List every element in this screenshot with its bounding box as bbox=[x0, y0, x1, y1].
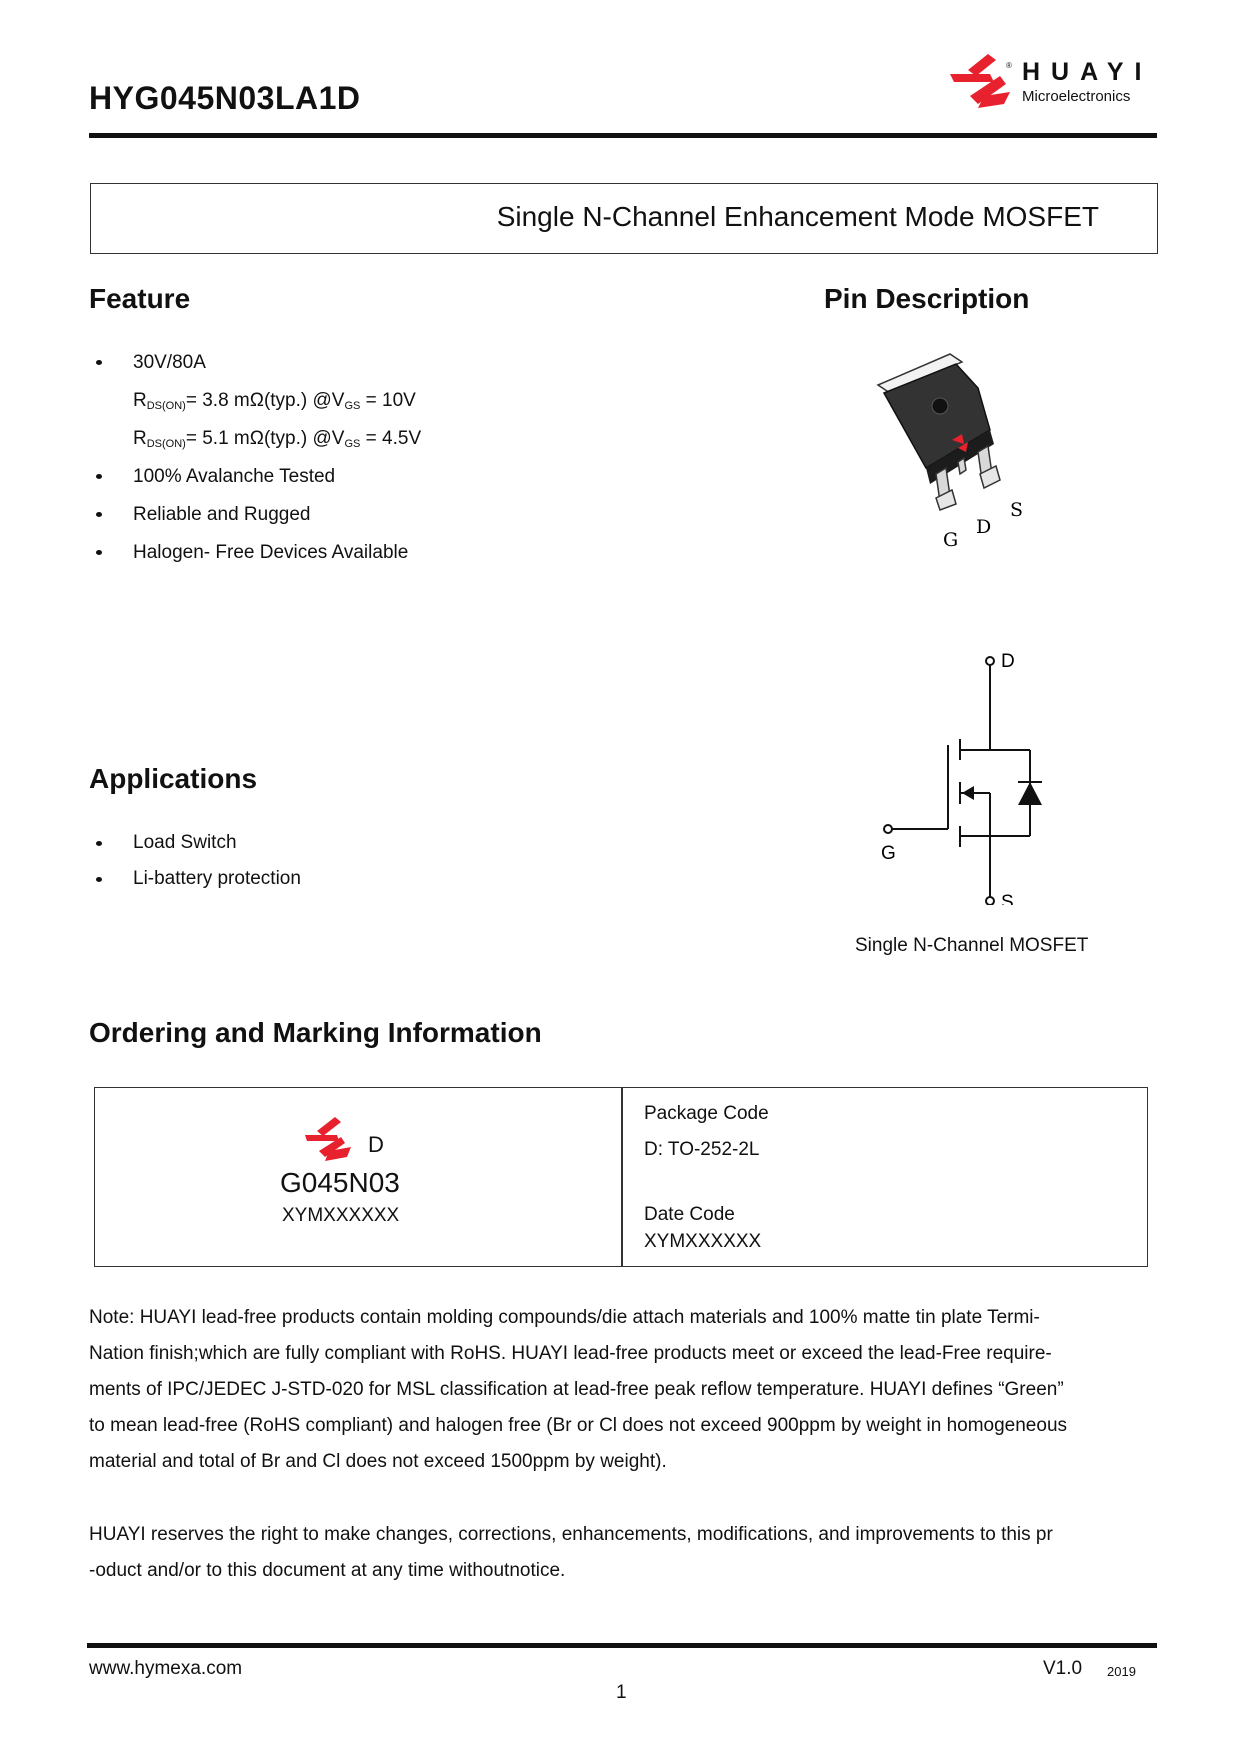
feature-list: 30V/80A RDS(ON)= 3.8 mΩ(typ.) @VGS = 10V… bbox=[95, 344, 422, 572]
footer-rule bbox=[87, 1643, 1157, 1648]
pin-label-g: G bbox=[943, 529, 958, 548]
date-code-value: XYMXXXXXX bbox=[644, 1231, 762, 1252]
marking-package-letter: D bbox=[368, 1132, 384, 1157]
feature-rds-4v5: RDS(ON)= 5.1 mΩ(typ.) @VGS = 4.5V bbox=[133, 428, 422, 450]
feature-item: Reliable and Rugged bbox=[95, 496, 421, 534]
feature-rds-10v: RDS(ON)= 3.8 mΩ(typ.) @VGS = 10V bbox=[133, 390, 416, 412]
pin-label-s: S bbox=[1010, 499, 1023, 521]
logo-subtitle: Microelectronics bbox=[1022, 88, 1131, 105]
huayi-logo-mark bbox=[950, 54, 1010, 108]
application-item: Li-battery protection bbox=[96, 861, 301, 897]
schematic-s-label: S bbox=[1001, 892, 1014, 905]
feature-rating: 30V/80A bbox=[95, 344, 421, 382]
ordering-heading: Ordering and Marking Information bbox=[89, 1017, 542, 1048]
schematic-d-label: D bbox=[1001, 651, 1015, 672]
mosfet-schematic-symbol: D G S bbox=[881, 651, 1042, 905]
marking-table-divider bbox=[621, 1087, 623, 1267]
title-box: Single N-Channel Enhancement Mode MOSFET bbox=[90, 183, 1158, 254]
part-number: HYG045N03LA1D bbox=[89, 80, 361, 116]
applications-heading: Applications bbox=[89, 763, 258, 794]
logo-name: HUAYI bbox=[1022, 58, 1153, 86]
applications-list: Load Switch Li-battery protection bbox=[96, 825, 301, 897]
feature-heading: Feature bbox=[89, 283, 191, 314]
page-number: 1 bbox=[616, 1682, 627, 1703]
marking-date: XYMXXXXXX bbox=[282, 1205, 400, 1226]
pin-label-d: D bbox=[976, 516, 991, 538]
marking-logo-icon bbox=[305, 1117, 351, 1161]
to252-package-illustration: G D S bbox=[876, 353, 1023, 548]
pin-description-heading: Pin Description bbox=[824, 283, 1030, 314]
date-code-label: Date Code bbox=[644, 1204, 735, 1225]
package-code-label: Package Code bbox=[644, 1103, 769, 1124]
rohs-note: Note: HUAYI lead-free products contain m… bbox=[89, 1307, 1068, 1472]
application-item: Load Switch bbox=[96, 825, 301, 861]
header-rule bbox=[89, 133, 1157, 138]
version-year: 2019 bbox=[1107, 1664, 1136, 1679]
package-code-value: D: TO-252-2L bbox=[644, 1139, 760, 1160]
marking-code: G045N03 bbox=[280, 1167, 400, 1198]
feature-item: Halogen- Free Devices Available bbox=[95, 534, 421, 572]
website-link[interactable]: www.hymexa.com bbox=[89, 1658, 243, 1679]
feature-item: 100% Avalanche Tested bbox=[95, 458, 421, 496]
disclaimer-note: HUAYI reserves the right to make changes… bbox=[89, 1524, 1053, 1581]
document-title: Single N-Channel Enhancement Mode MOSFET bbox=[496, 201, 1099, 232]
registered-mark: ® bbox=[1006, 61, 1012, 70]
schematic-g-label: G bbox=[881, 843, 896, 864]
version-label: V1.0 bbox=[1043, 1658, 1083, 1679]
schematic-caption: Single N-Channel MOSFET bbox=[855, 935, 1089, 956]
